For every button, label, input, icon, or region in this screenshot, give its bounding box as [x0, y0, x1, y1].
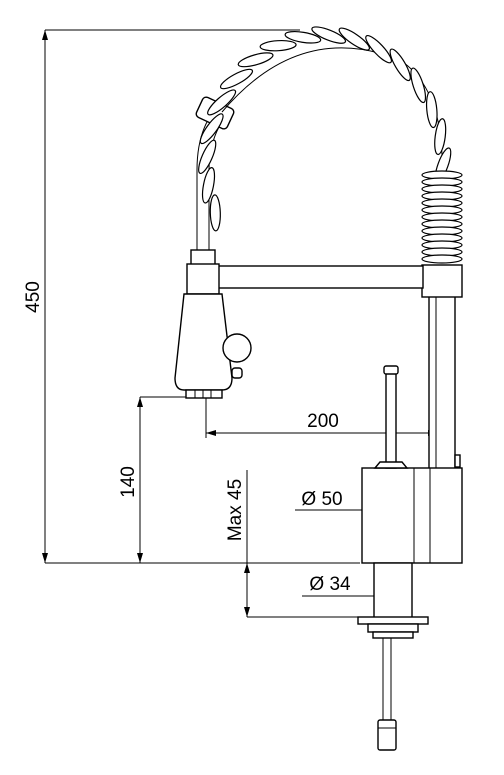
- dim-body-diameter: Ø 50: [301, 489, 342, 510]
- coil-loop: [198, 139, 217, 175]
- coil-loop: [259, 39, 297, 52]
- coil-loop: [207, 89, 237, 116]
- coil-loop: [425, 91, 438, 129]
- coil-loop: [365, 35, 393, 64]
- coil-loop: [338, 27, 371, 51]
- coil-loop: [199, 113, 224, 145]
- coil-loop: [237, 52, 274, 68]
- coil-loop: [311, 26, 347, 44]
- dim-total-height: 450: [23, 281, 44, 313]
- dim-max-deck: Max 45: [225, 479, 246, 541]
- coil-loop: [434, 118, 447, 156]
- coil-loop: [219, 68, 254, 90]
- dim-shank-diameter: Ø 34: [309, 574, 351, 595]
- spray-head: [174, 249, 252, 399]
- coil-loop: [209, 194, 221, 232]
- spring-coil: [198, 26, 463, 264]
- dim-reach: 200: [307, 411, 339, 432]
- coil-loop: [284, 30, 322, 44]
- coil-loop: [421, 254, 463, 264]
- coil-loop: [410, 67, 427, 104]
- coil-loop: [201, 167, 216, 204]
- faucet-body: [361, 264, 463, 564]
- dim-spray-height: 140: [118, 466, 139, 498]
- mounting-shank: [357, 562, 429, 751]
- faucet-arm: [214, 265, 424, 289]
- coil-loop: [389, 48, 411, 82]
